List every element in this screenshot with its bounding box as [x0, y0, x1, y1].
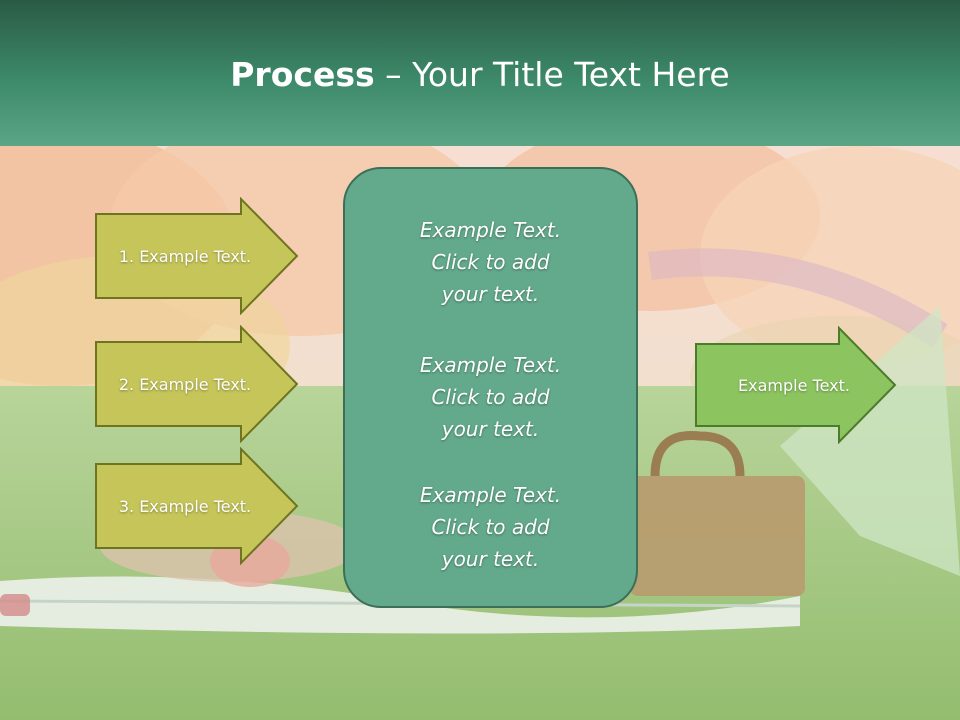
slide-title[interactable]: Process – Your Title Text Here [0, 50, 960, 100]
title-banner: Process – Your Title Text Here [0, 0, 960, 146]
right-arrow-icon [95, 447, 299, 565]
right-arrow-icon [95, 325, 299, 443]
center-text-line: your text. [441, 282, 540, 306]
center-text-line: Click to add [431, 250, 550, 274]
step-label-2: 2. Example Text. [118, 374, 252, 394]
step-arrow-2[interactable]: 2. Example Text. [94, 325, 300, 443]
step-arrow-3[interactable]: 3. Example Text. [94, 447, 300, 565]
step-label-1: 1. Example Text. [118, 246, 252, 266]
right-arrow-icon [695, 326, 897, 444]
center-content-box[interactable]: Example Text. Click to add your text. Ex… [343, 167, 638, 608]
step-arrow-1[interactable]: 1. Example Text. [94, 197, 300, 315]
center-text-line: Example Text. [419, 483, 562, 507]
title-text: – Your Title Text Here [374, 55, 730, 94]
center-text-line: Click to add [431, 515, 550, 539]
right-arrow-icon [95, 197, 299, 315]
center-text-line: Example Text. [419, 353, 562, 377]
output-label: Example Text. [738, 375, 850, 395]
center-text-line: your text. [441, 417, 540, 441]
center-text-line: Click to add [431, 385, 550, 409]
center-text-line: your text. [441, 547, 540, 571]
center-text-block-3[interactable]: Example Text. Click to add your text. [345, 479, 636, 575]
center-text-line: Example Text. [419, 218, 562, 242]
center-text-block-2[interactable]: Example Text. Click to add your text. [345, 349, 636, 445]
step-label-3: 3. Example Text. [118, 496, 252, 516]
output-arrow[interactable]: Example Text. [694, 326, 898, 444]
title-keyword: Process [230, 55, 375, 94]
center-text-block-1[interactable]: Example Text. Click to add your text. [345, 214, 636, 310]
